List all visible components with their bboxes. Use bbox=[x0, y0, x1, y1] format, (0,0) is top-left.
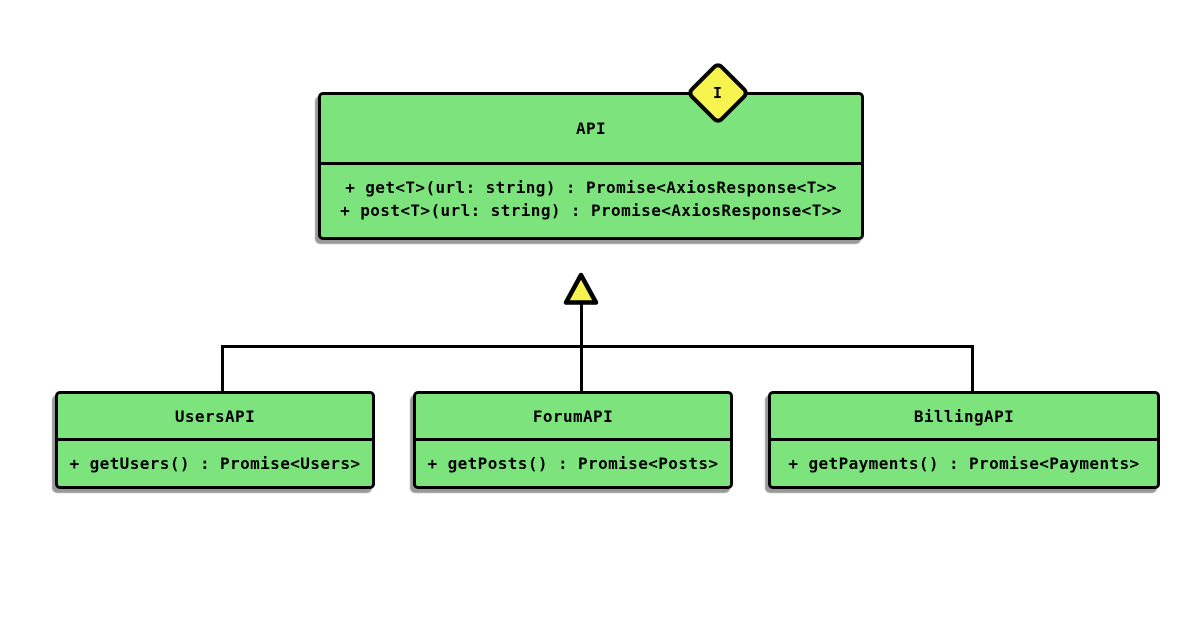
method-line: + get<T>(url: string) : Promise<AxiosRes… bbox=[345, 178, 837, 197]
class-methods: + get<T>(url: string) : Promise<AxiosRes… bbox=[321, 165, 861, 233]
class-node-api: API + get<T>(url: string) : Promise<Axio… bbox=[318, 92, 864, 240]
class-title: ForumAPI bbox=[416, 394, 730, 441]
class-methods: + getUsers() : Promise<Users> bbox=[58, 441, 372, 485]
class-methods: + getPayments() : Promise<Payments> bbox=[771, 441, 1157, 485]
class-node-forumapi: ForumAPI + getPosts() : Promise<Posts> bbox=[413, 391, 733, 489]
class-node-usersapi: UsersAPI + getUsers() : Promise<Users> bbox=[55, 391, 375, 489]
interface-badge-label: I bbox=[712, 83, 723, 102]
class-node-billingapi: BillingAPI + getPayments() : Promise<Pay… bbox=[768, 391, 1160, 489]
connector-horizontal-bus bbox=[220, 344, 974, 348]
method-line: + post<T>(url: string) : Promise<AxiosRe… bbox=[340, 201, 842, 220]
connector-billingapi-drop bbox=[970, 346, 974, 391]
method-line: + getPosts() : Promise<Posts> bbox=[427, 453, 719, 473]
method-line: + getPayments() : Promise<Payments> bbox=[788, 453, 1140, 473]
class-title: UsersAPI bbox=[58, 394, 372, 441]
class-title: BillingAPI bbox=[771, 394, 1157, 441]
inheritance-arrow-icon bbox=[563, 272, 599, 305]
connector-usersapi-drop bbox=[220, 346, 224, 391]
method-line: + getUsers() : Promise<Users> bbox=[69, 453, 361, 473]
class-methods: + getPosts() : Promise<Posts> bbox=[416, 441, 730, 485]
class-title: API bbox=[321, 95, 861, 165]
